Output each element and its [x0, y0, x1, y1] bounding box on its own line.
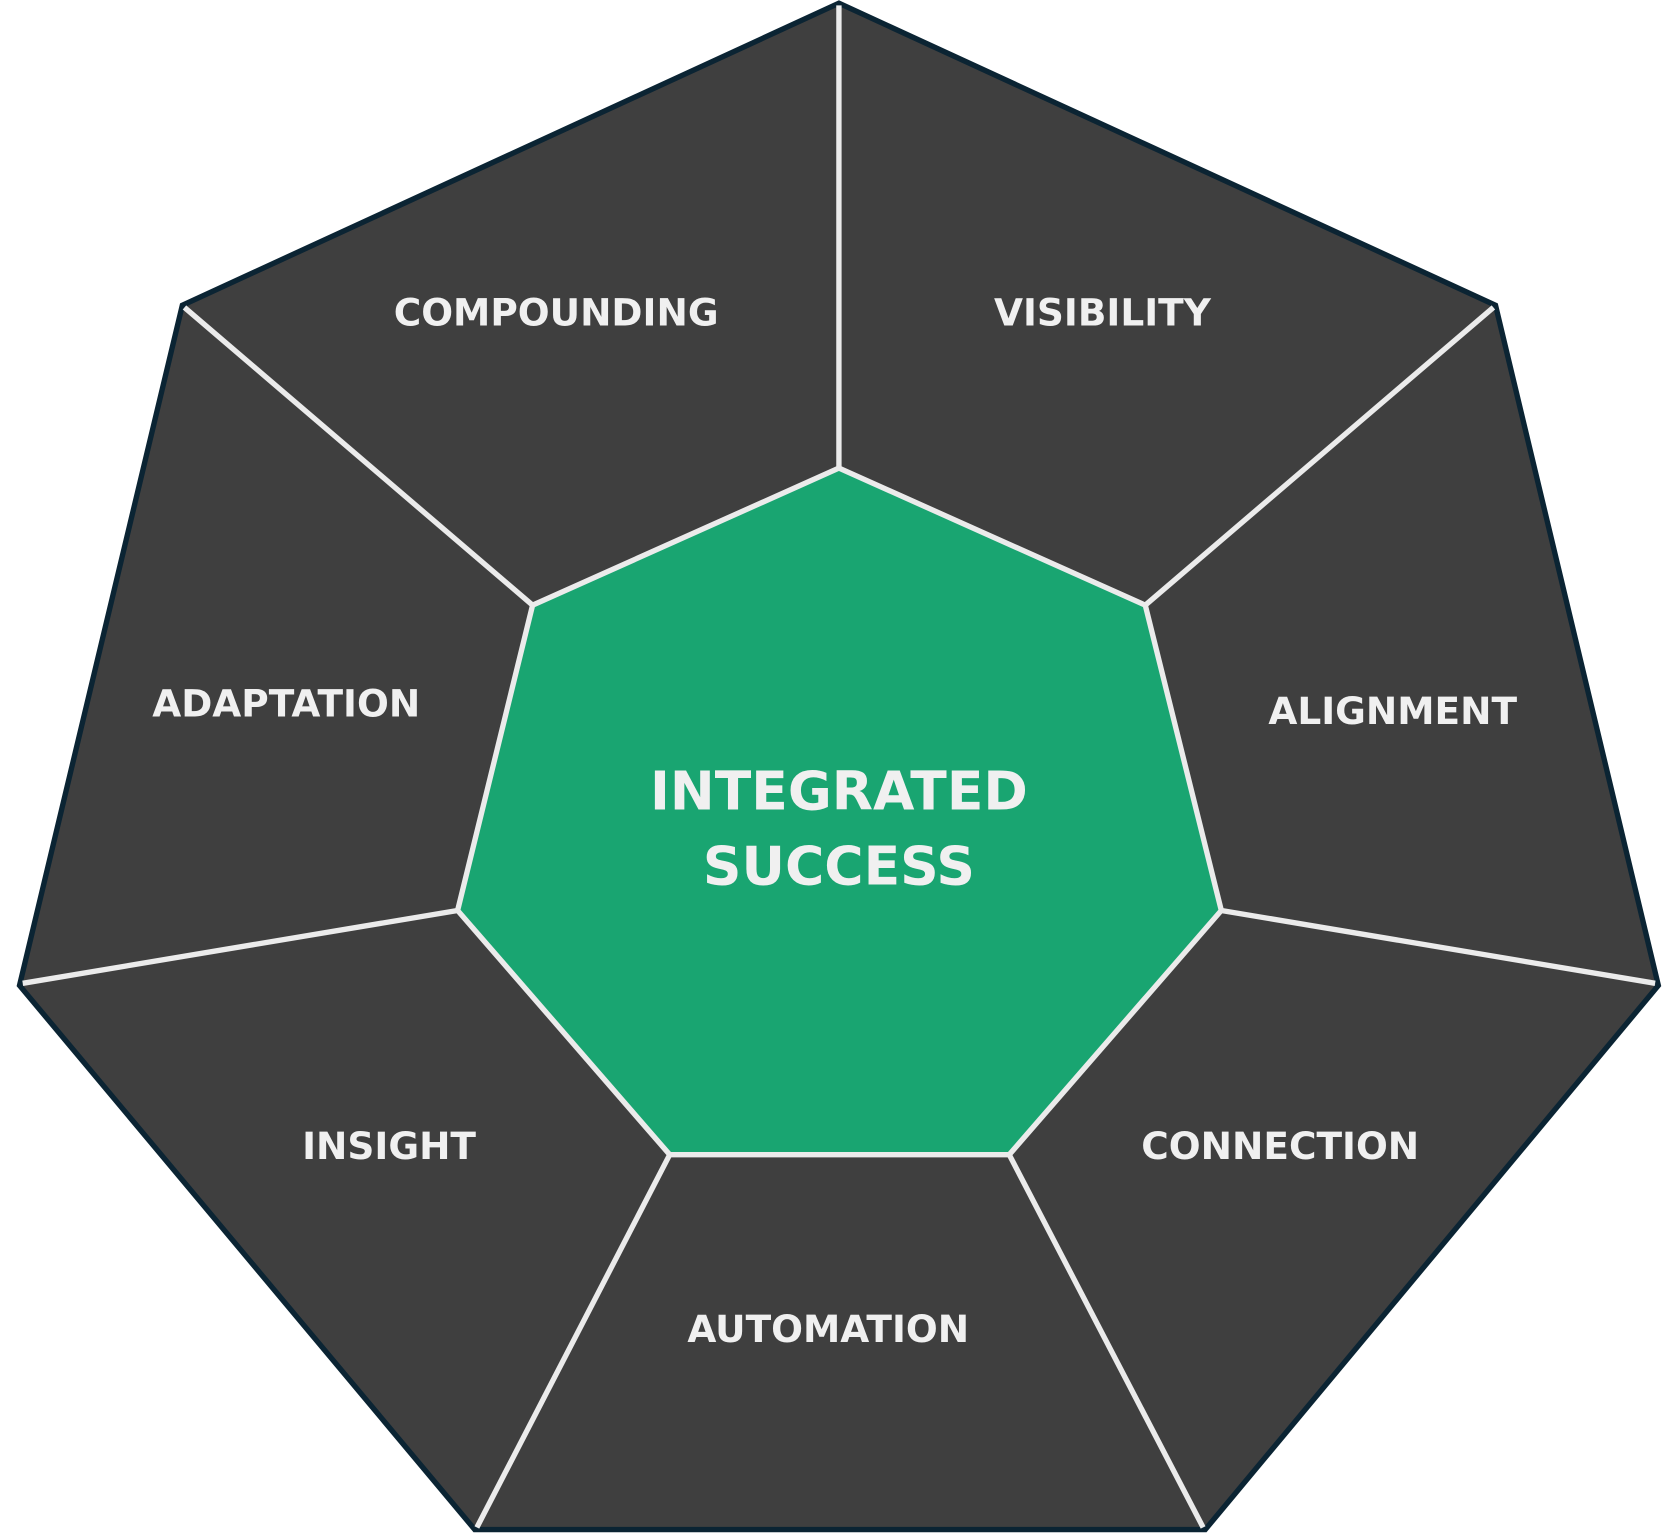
segment-label-visibility: VISIBILITY: [994, 290, 1212, 334]
divider: [1143, 305, 1496, 608]
divider: [1006, 1153, 1206, 1529]
segment-label-automation: AUTOMATION: [687, 1307, 969, 1351]
segment-dividers: [22, 5, 1656, 1529]
center-heptagon: [454, 465, 1225, 1158]
divider: [1220, 907, 1656, 986]
divider: [474, 1153, 673, 1529]
segment-label-alignment: ALIGNMENT: [1268, 689, 1517, 733]
divider: [182, 305, 535, 608]
center-title-line2: SUCCESS: [703, 834, 975, 897]
segment-label-adaptation: ADAPTATION: [152, 681, 420, 725]
center-title-line1: INTEGRATED: [650, 759, 1028, 822]
segment-label-connection: CONNECTION: [1141, 1124, 1419, 1168]
segment-label-compounding: COMPOUNDING: [394, 290, 719, 334]
segment-label-insight: INSIGHT: [302, 1124, 476, 1168]
divider: [22, 907, 459, 986]
